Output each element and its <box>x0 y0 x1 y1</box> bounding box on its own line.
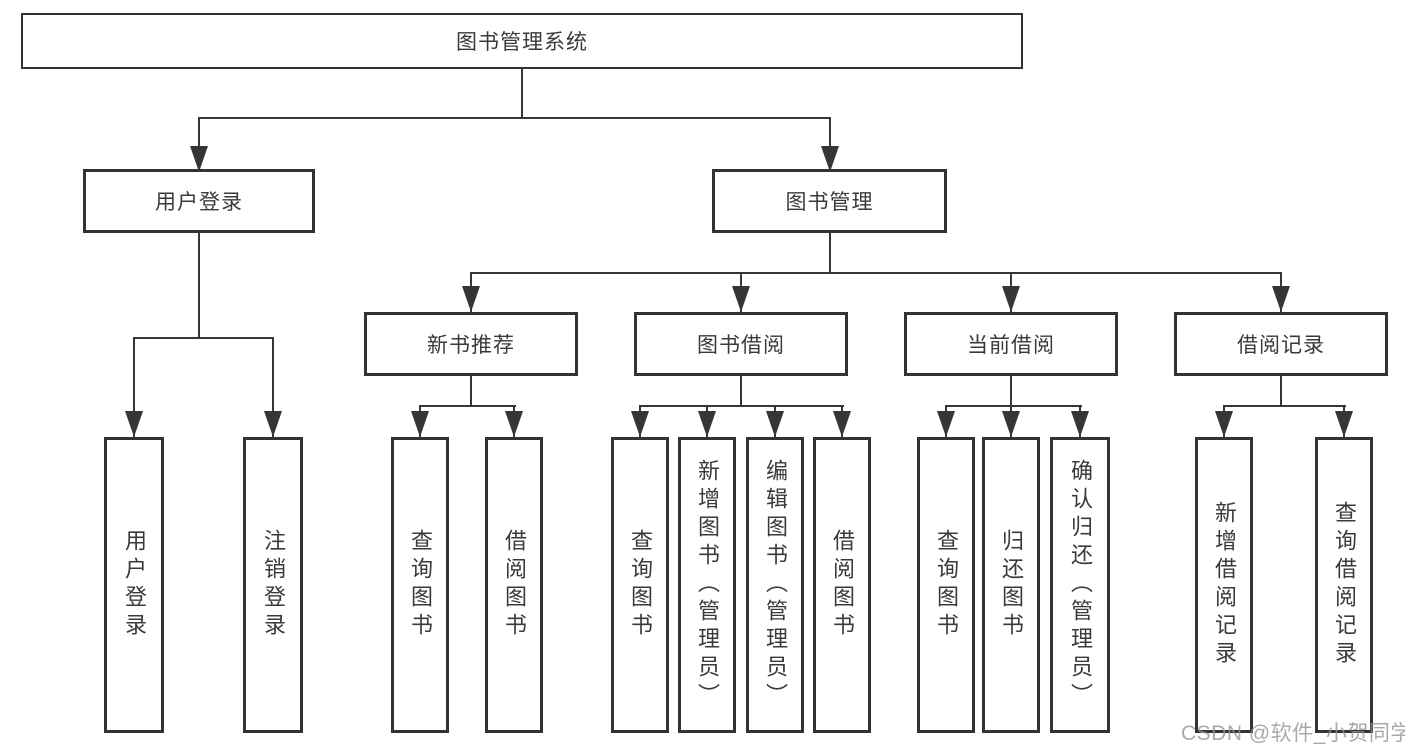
arrowhead-down-icon <box>1071 411 1089 437</box>
leaf-label: 用户登录 <box>122 529 147 641</box>
node-label: 图书管理 <box>785 191 874 214</box>
arrowhead-down-icon <box>732 286 750 312</box>
leaf-add-books-admin: 新增图书（管理员） <box>678 437 736 733</box>
leaf-label: 借阅图书 <box>830 529 855 641</box>
leaf-return-books: 归还图书 <box>982 437 1040 733</box>
arrowhead-down-icon <box>505 411 523 437</box>
leaf-label: 查询图书 <box>934 529 959 641</box>
arrowhead-down-icon <box>833 411 851 437</box>
node-label: 新书推荐 <box>427 334 515 357</box>
leaf-query-borrow-record: 查询借阅记录 <box>1315 437 1373 733</box>
connector-login-stem <box>198 233 200 338</box>
leaf-borrow-books-recommend: 借阅图书 <box>485 437 543 733</box>
arrowhead-down-icon <box>1272 286 1290 312</box>
connector-login-junction <box>133 337 274 339</box>
leaf-label: 归还图书 <box>999 529 1024 641</box>
leaf-label: 借阅图书 <box>502 529 527 641</box>
leaf-query-books-borrow: 查询图书 <box>611 437 669 733</box>
connector-currentborrow-stem <box>1010 376 1012 406</box>
connector-bookborrow-stem <box>740 376 742 406</box>
arrowhead-down-icon <box>631 411 649 437</box>
node-library-management-system: 图书管理系统 <box>21 13 1023 69</box>
arrowhead-down-icon <box>937 411 955 437</box>
leaf-logout: 注销登录 <box>243 437 303 733</box>
arrowhead-down-icon <box>1335 411 1353 437</box>
leaf-query-books-current: 查询图书 <box>917 437 975 733</box>
node-book-borrow: 图书借阅 <box>634 312 848 376</box>
arrowhead-down-icon <box>1002 286 1020 312</box>
connector-records-junction <box>1223 405 1346 407</box>
connector-root-stem <box>521 68 523 118</box>
connector-newbook-junction <box>419 405 516 407</box>
node-label: 用户登录 <box>155 191 243 214</box>
node-book-management: 图书管理 <box>712 169 947 233</box>
leaf-label: 新增借阅记录 <box>1212 501 1237 669</box>
leaf-label: 查询图书 <box>628 529 653 641</box>
connector-to-user-login <box>198 117 200 172</box>
leaf-query-books-recommend: 查询图书 <box>391 437 449 733</box>
arrowhead-down-icon <box>766 411 784 437</box>
connector-bookborrow-junction <box>639 405 844 407</box>
arrowhead-down-icon <box>1215 411 1233 437</box>
arrowhead-down-icon <box>1002 411 1020 437</box>
leaf-label: 新增图书（管理员） <box>695 459 720 711</box>
leaf-confirm-return-admin: 确认归还（管理员） <box>1050 437 1110 733</box>
node-label: 图书借阅 <box>697 334 785 357</box>
leaf-edit-books-admin: 编辑图书（管理员） <box>746 437 804 733</box>
arrowhead-down-icon <box>821 146 839 172</box>
arrowhead-down-icon <box>411 411 429 437</box>
connector-records-stem <box>1280 376 1282 406</box>
connector-root-junction <box>198 117 831 119</box>
node-label: 当前借阅 <box>967 334 1055 357</box>
arrowhead-down-icon <box>190 146 208 172</box>
leaf-user-login: 用户登录 <box>104 437 164 733</box>
connector-to-leaf-logout <box>272 337 274 437</box>
connector-mgmt-junction <box>470 272 1282 274</box>
node-borrow-records: 借阅记录 <box>1174 312 1388 376</box>
node-label: 图书管理系统 <box>456 31 588 54</box>
arrowhead-down-icon <box>125 411 143 437</box>
leaf-label: 确认归还（管理员） <box>1068 459 1093 711</box>
leaf-add-borrow-record: 新增借阅记录 <box>1195 437 1253 733</box>
connector-mgmt-stem <box>829 233 831 273</box>
node-user-login: 用户登录 <box>83 169 315 233</box>
leaf-label: 注销登录 <box>261 529 286 641</box>
leaf-label: 查询借阅记录 <box>1332 501 1357 669</box>
node-current-borrow: 当前借阅 <box>904 312 1118 376</box>
node-new-book-recommend: 新书推荐 <box>364 312 578 376</box>
connector-to-leaf-user-login <box>133 337 135 437</box>
arrowhead-down-icon <box>698 411 716 437</box>
arrowhead-down-icon <box>462 286 480 312</box>
connector-newbook-stem <box>470 376 472 406</box>
connector-currentborrow-junction <box>945 405 1082 407</box>
leaf-label: 编辑图书（管理员） <box>763 459 788 711</box>
watermark: CSDN @软件_小贺同学 <box>1181 722 1405 745</box>
leaf-label: 查询图书 <box>408 529 433 641</box>
leaf-borrow-books: 借阅图书 <box>813 437 871 733</box>
node-label: 借阅记录 <box>1237 334 1325 357</box>
arrowhead-down-icon <box>264 411 282 437</box>
connector-to-book-management <box>829 117 831 172</box>
